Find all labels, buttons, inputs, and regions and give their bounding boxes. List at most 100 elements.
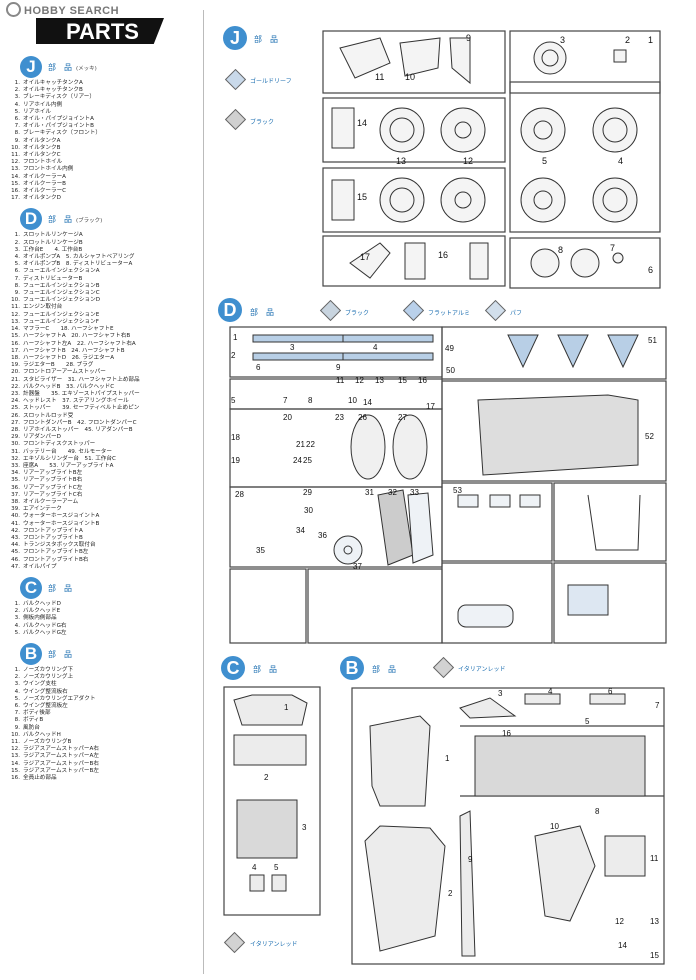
item-number: 3.: [14, 681, 20, 688]
item-number: 16.: [11, 775, 20, 782]
item-label: リアーアップライトC右: [23, 491, 83, 498]
list-item: 13.フロントホイル内側: [8, 166, 198, 173]
svg-text:51: 51: [648, 336, 657, 345]
svg-text:15: 15: [398, 376, 407, 385]
list-item: 23.計器盤 35. エキゾーストパイプストッパー: [8, 391, 198, 398]
item-label: 座席A 53. リアーアップライトA: [23, 462, 114, 469]
svg-text:11: 11: [375, 72, 384, 82]
section-B-title: 部 品: [372, 665, 396, 674]
svg-text:26: 26: [358, 413, 367, 422]
item-label: ブレーキディスク（リアー）: [23, 94, 95, 101]
item-label: ハーフシャフトD 26. ラジエターA: [23, 354, 115, 361]
item-number: 38.: [11, 498, 20, 505]
item-number: 41.: [11, 520, 20, 527]
item-label: オイルタンクB: [23, 144, 61, 151]
list-item: 7.オイル・パイプジョイントB: [8, 123, 198, 130]
list-item: 3.側板内側部品: [8, 615, 198, 622]
item-number: 12.: [11, 311, 20, 318]
svg-text:19: 19: [231, 456, 240, 465]
svg-text:7: 7: [610, 243, 615, 253]
list-item: 7.ディストリビューターB: [8, 276, 198, 283]
item-label: スロットルリンケージA: [23, 232, 83, 239]
item-number: 8.: [14, 130, 20, 137]
item-label: リアーアップライトB左: [23, 470, 83, 477]
item-number: 6.: [14, 268, 20, 275]
item-number: 5.: [14, 695, 20, 702]
section-J-badge: J: [223, 26, 247, 50]
svg-text:12: 12: [615, 917, 624, 926]
item-number: 5.: [14, 629, 20, 636]
swatch-label: ブラック: [345, 310, 370, 317]
item-label: ウォーターホースジョイントA: [23, 513, 100, 520]
svg-text:49: 49: [445, 344, 454, 353]
svg-text:34: 34: [296, 526, 305, 535]
svg-text:7: 7: [283, 396, 288, 405]
list-item: 8.フューエルインジェクションB: [8, 283, 198, 290]
svg-text:3: 3: [290, 343, 295, 352]
list-item: 3.工作台E 4. 工作台B: [8, 247, 198, 254]
item-number: 8.: [14, 282, 20, 289]
list-item: 39.エアインテーク: [8, 506, 198, 513]
svg-text:5: 5: [274, 863, 279, 872]
column-divider: [203, 10, 204, 974]
item-number: 2.: [14, 87, 20, 94]
svg-text:50: 50: [446, 366, 455, 375]
svg-text:5: 5: [542, 156, 547, 166]
section-D-badge: D: [218, 298, 242, 322]
svg-text:32: 32: [388, 488, 397, 497]
svg-text:2: 2: [264, 773, 269, 782]
item-label: ボディ後部: [23, 710, 51, 717]
svg-text:15: 15: [650, 951, 659, 960]
section-C-badge: C: [221, 656, 245, 680]
swatch-label: ゴールドリーフ: [250, 78, 292, 85]
item-number: 25.: [11, 405, 20, 412]
item-number: 32.: [11, 455, 20, 462]
section-title: 部 品: [48, 583, 76, 594]
svg-text:53: 53: [453, 486, 462, 495]
swatch-label: イタリアンレッド: [250, 941, 298, 948]
item-label: リアホイルストッパー 45. リアダンパーB: [23, 426, 133, 433]
buff-swatch: [484, 299, 507, 322]
list-item: 4.ウイング整流板右: [8, 689, 198, 696]
item-number: 46.: [11, 556, 20, 563]
svg-text:22: 22: [306, 440, 315, 449]
item-label: フロントホイル: [23, 159, 63, 166]
section-B-badge: B: [340, 656, 364, 680]
item-label: フロントアップライトB左: [23, 549, 89, 556]
item-label: ラジアスアームストッパーA左: [23, 753, 99, 760]
svg-text:6: 6: [648, 265, 653, 275]
list-item: 29.リアダンパーD: [8, 434, 198, 441]
list-item: 18.ハーフシャフトD 26. ラジエターA: [8, 355, 198, 362]
item-number: 14.: [11, 173, 20, 180]
item-number: 29.: [11, 434, 20, 441]
svg-text:3: 3: [302, 823, 307, 832]
list-item: 16.ハーフシャフト左A 22. ハーフシャフト右A: [8, 341, 198, 348]
section-letter-badge: C: [20, 577, 42, 599]
svg-text:24: 24: [293, 456, 302, 465]
item-number: 4.: [14, 622, 20, 629]
list-item: 9.オイルタンクA: [8, 138, 198, 145]
svg-text:16: 16: [418, 376, 427, 385]
item-number: 8.: [14, 717, 20, 724]
item-number: 7.: [14, 710, 20, 717]
list-item: 2.スロットルリンケージB: [8, 240, 198, 247]
watermark: HOBBY SEARCH: [6, 2, 119, 17]
item-label: 工作台E 4. 工作台B: [23, 246, 83, 253]
list-item: 28.リアホイルストッパー 45. リアダンパーB: [8, 427, 198, 434]
svg-text:16: 16: [438, 250, 448, 260]
item-label: バルクヘッドH: [23, 731, 61, 738]
item-number: 23.: [11, 390, 20, 397]
list-item: 33.座席A 53. リアーアップライトA: [8, 463, 198, 470]
item-label: フューエルインジェクションA: [23, 268, 100, 275]
svg-text:5: 5: [231, 396, 236, 405]
item-number: 11.: [11, 739, 20, 746]
item-label: オイルタンクA: [23, 137, 61, 144]
item-label: フロントアップライトA: [23, 527, 83, 534]
svg-text:14: 14: [618, 941, 627, 950]
item-label: トランジスタボックス取付台: [23, 542, 96, 549]
item-label: エアインテーク: [23, 506, 62, 513]
